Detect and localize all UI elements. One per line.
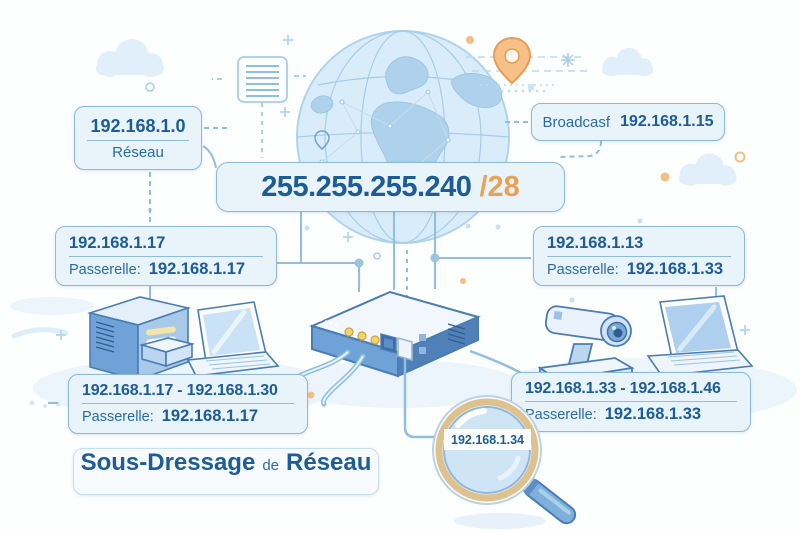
gateway-label: Passerelle: [69,261,141,278]
subnet-mask-box: 255.255.255.240 /28 [216,162,565,212]
server-illustration [87,296,195,382]
laptop-illustration-right [646,295,754,377]
title-part-1: Sous-Dressage [80,449,256,476]
network-ip: 192.168.1.0 [90,115,186,136]
gateway-label: Passerelle: [547,261,619,278]
connector-nodes [354,253,440,268]
broadcast-ip: 192.168.1.15 [620,113,714,130]
router-illustration [309,290,481,378]
left-subnet-gateway-box: 192.168.1.17 Passerelle: 192.168.1.17 [55,226,277,286]
right-ip-range: 192.168.1.33 - 192.168.1.46 [525,380,721,397]
title-part-2: de [262,457,280,474]
gateway-ip: 192.168.1.33 [626,259,724,278]
title-part-3: Réseau [286,449,372,476]
divider [87,139,189,141]
left-ip-range: 192.168.1.17 - 192.168.1.30 [82,382,278,399]
magnified-ip-value: 192.168.1.34 [444,429,531,450]
magnifier-icon [432,395,577,529]
network-label: Réseau [112,143,164,161]
network-address-box: 192.168.1.0 Réseau [74,106,202,170]
cloud-icon [96,39,737,186]
subnet-mask-value: 255.255.255.240 [261,170,472,203]
diagram-title: Sous-Dressage de Réseau [73,448,379,495]
gateway-ip: 192.168.1.33 [604,405,702,423]
gateway-label: Passerelle: [82,409,154,425]
divider [82,403,294,404]
left-ip-range-box: 192.168.1.17 - 192.168.1.30 Passerelle: … [68,374,308,434]
right-subnet-gateway-box: 192.168.1.13 Passerelle: 192.168.1.33 [533,226,745,286]
broadcast-address-box: Broadcasf 192.168.1.15 [531,103,725,141]
cidr-notation: /28 [479,170,520,203]
left-subnet-ip: 192.168.1.17 [69,233,166,252]
document-icon [212,56,306,158]
laptop-illustration [186,301,280,377]
divider [525,401,737,402]
gateway-ip: 192.168.1.17 [148,259,246,278]
connector-lines [48,121,717,404]
right-subnet-ip: 192.168.1.13 [547,233,644,252]
gateway-label: Passerelle: [525,407,597,423]
right-ip-range-box: 192.168.1.33 - 192.168.1.46 Passerelle: … [511,372,751,432]
divider [547,255,731,257]
divider [69,255,263,257]
broadcast-label: Broadcasf [542,113,611,131]
gateway-ip: 192.168.1.17 [161,407,259,425]
